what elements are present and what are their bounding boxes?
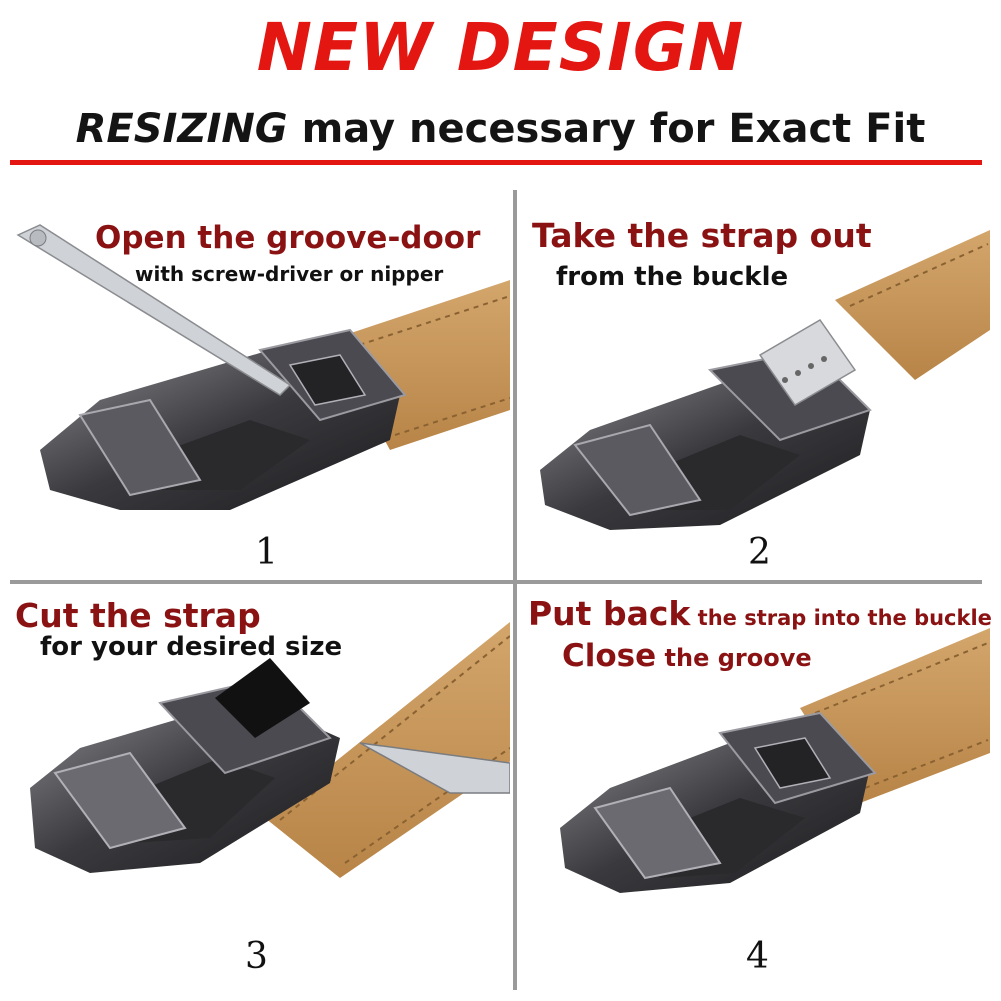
step-3-illustration (30, 622, 510, 878)
step-panel-4: Put back the strap into the buckle Close… (520, 588, 992, 988)
step-3-number: 3 (245, 936, 268, 977)
vertical-divider (513, 190, 517, 990)
step-panel-2: Take the strap out from the buckle 2 (520, 180, 990, 578)
step-panel-3: Cut the strap for your desired size 3 (10, 588, 510, 988)
step-4-title-bold-2: Close (562, 638, 657, 674)
subheadline-emphasis: RESIZING (75, 106, 288, 152)
step-4-illustration (560, 628, 990, 893)
step-1-number: 1 (255, 532, 278, 573)
step-2-title: Take the strap out (532, 216, 872, 255)
leather-strap (835, 230, 990, 380)
step-1-title: Open the groove-door (95, 220, 481, 256)
step-2-illustration (540, 230, 990, 530)
horizontal-divider (10, 580, 982, 584)
strap-tip (215, 658, 310, 738)
strap-clip (758, 319, 857, 406)
step-4-title-line-1: Put back the strap into the buckle (528, 594, 992, 633)
screwdriver (16, 224, 292, 396)
step-1-subtitle: with screw-driver or nipper (135, 262, 444, 286)
subheadline: RESIZING may necessary for Exact Fit (0, 104, 1001, 154)
knife (359, 742, 510, 794)
step-3-subtitle: for your desired size (40, 632, 343, 662)
step-3-title: Cut the strap (15, 596, 261, 635)
header-rule (10, 160, 982, 165)
subheadline-rest: may necessary for Exact Fit (287, 106, 926, 152)
step-2-number: 2 (748, 532, 771, 573)
step-4-number: 4 (746, 936, 769, 977)
step-4-title-bold-1: Put back (528, 594, 691, 633)
step-1-illustration (16, 224, 510, 510)
step-2-subtitle: from the buckle (556, 262, 789, 292)
step-4-title-rest-1: the strap into the buckle (690, 606, 992, 630)
step-4-title-rest-2: the groove (656, 644, 812, 672)
headline: NEW DESIGN (256, 9, 745, 86)
step-panel-1: Open the groove-door with screw-driver o… (10, 180, 510, 578)
step-4-title-line-2: Close the groove (562, 638, 812, 674)
